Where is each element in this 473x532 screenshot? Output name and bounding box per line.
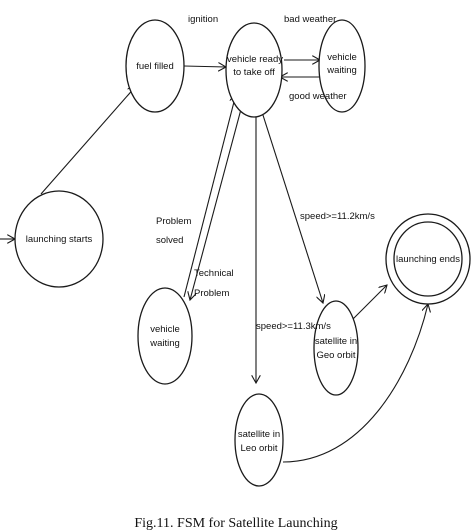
edge-start-to-fuel <box>40 86 136 195</box>
edge-geo-to-ends <box>351 285 387 321</box>
state-launching-starts: launching starts <box>14 190 104 288</box>
edge-leo-to-ends <box>282 304 428 463</box>
label-good-weather: good weather <box>289 91 347 102</box>
state-vehicle-waiting-left: vehicle waiting <box>137 287 193 385</box>
state-label-satellite-leo-line2: Leo orbit <box>241 443 278 454</box>
state-vehicle-waiting-top: vehicle waiting <box>318 19 366 113</box>
state-launching-ends: launching ends <box>385 213 471 305</box>
state-label-satellite-leo-line1: satellite in <box>238 429 280 440</box>
state-label-launching-starts: launching starts <box>26 234 93 245</box>
state-vehicle-ready: vehicle ready to take off <box>225 22 283 118</box>
label-problem-solved-line1: Problem <box>156 216 191 227</box>
state-fuel-filled: fuel filled <box>125 19 185 113</box>
label-problem-solved-line2: solved <box>156 235 183 246</box>
edge-speed-geo <box>261 111 323 303</box>
figure-caption: Fig.11. FSM for Satellite Launching <box>134 516 337 531</box>
state-label-satellite-geo-line2: Geo orbit <box>316 350 355 361</box>
state-label-vehicle-waiting-top-line1: vehicle <box>327 52 357 63</box>
label-speed-geo: speed>=11.2km/s <box>300 211 375 222</box>
state-satellite-leo: satellite in Leo orbit <box>234 393 284 487</box>
state-label-launching-ends: launching ends <box>396 254 460 265</box>
state-satellite-geo: satellite in Geo orbit <box>313 300 359 396</box>
label-ignition: ignition <box>188 14 218 25</box>
label-speed-leo: speed>=11.3km/s <box>256 321 331 332</box>
state-label-vehicle-waiting-left-line1: vehicle <box>150 324 180 335</box>
state-label-vehicle-waiting-top-line2: waiting <box>326 65 357 76</box>
state-label-vehicle-waiting-left-line2: waiting <box>149 338 180 349</box>
label-bad-weather: bad weather <box>284 14 336 25</box>
label-technical-problem-line2: Problem <box>194 288 229 299</box>
state-label-vehicle-ready-line1: vehicle ready <box>227 54 283 65</box>
edge-technical-problem <box>190 97 245 300</box>
state-label-satellite-geo-line1: satellite in <box>315 336 357 347</box>
edge-problem-solved <box>183 94 236 298</box>
state-label-vehicle-ready-line2: to take off <box>233 67 275 78</box>
label-technical-problem-line1: Technical <box>194 268 234 279</box>
state-label-fuel-filled: fuel filled <box>136 61 174 72</box>
edge-ignition <box>183 66 226 67</box>
